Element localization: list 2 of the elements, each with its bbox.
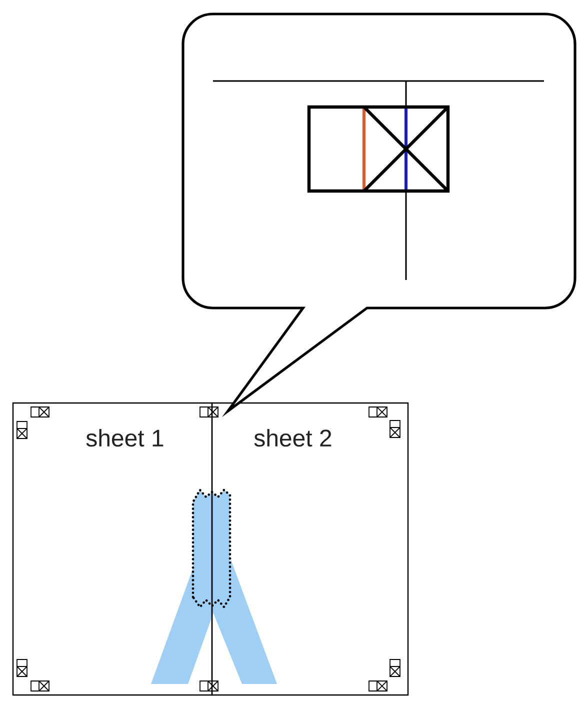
sheet-panel: sheet 2 xyxy=(211,402,409,696)
sheet-panel: sheet 1 xyxy=(12,402,213,696)
